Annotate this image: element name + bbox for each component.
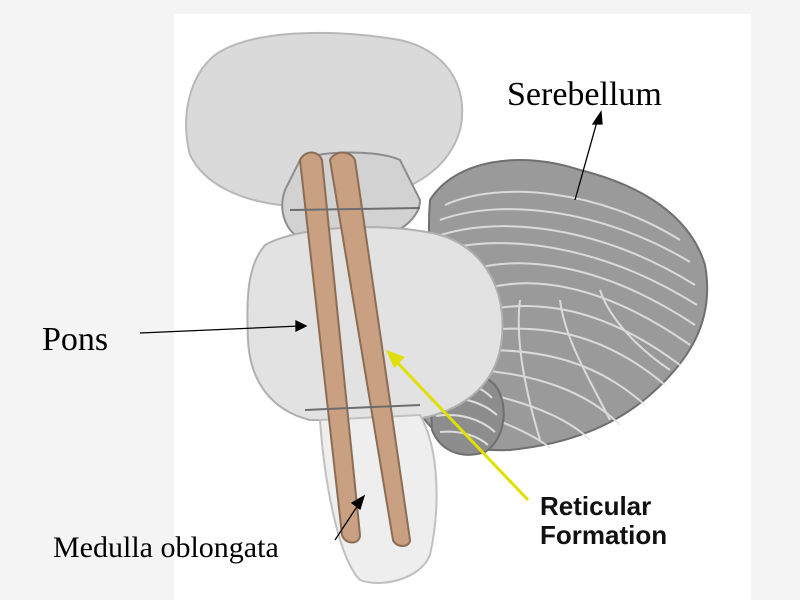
medulla-pointer bbox=[334, 494, 366, 541]
pons-label: Pons bbox=[42, 321, 109, 358]
medulla-oblongata-label: Medulla oblongata bbox=[53, 531, 279, 564]
brainstem-illustration bbox=[185, 31, 504, 584]
pons-pointer bbox=[139, 319, 308, 334]
reticular-formation-pointer bbox=[386, 350, 530, 502]
cerebellum-illustration bbox=[416, 159, 709, 456]
reticular-formation-label: Reticular Formation bbox=[540, 491, 668, 551]
reticular-label-line2: Formation bbox=[540, 520, 668, 551]
cerebellum-pointer bbox=[574, 110, 603, 201]
cerebellum-label: Serebellum bbox=[507, 76, 662, 113]
reticular-label-line1: Reticular bbox=[540, 491, 652, 521]
